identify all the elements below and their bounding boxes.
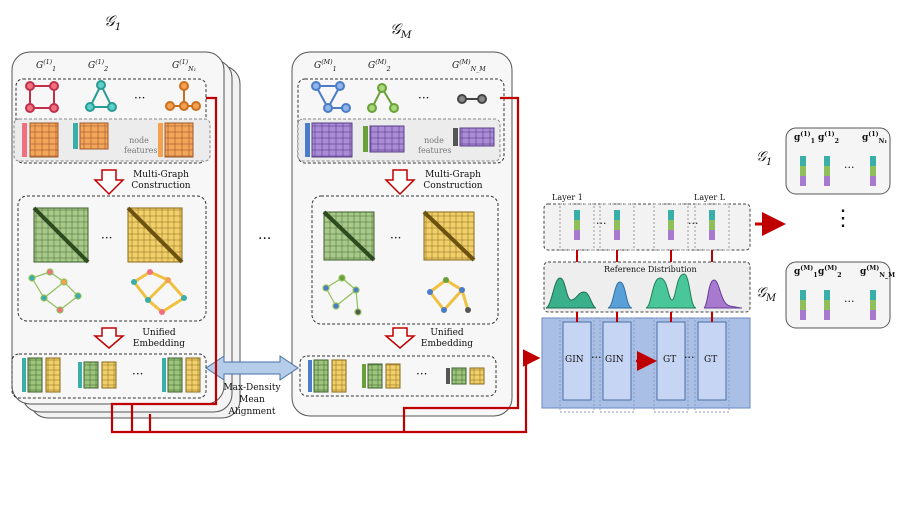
encoder-block-gt-2: GT xyxy=(704,355,718,365)
groupM-embedding-ellipsis: ··· xyxy=(416,367,428,381)
group1-graph1 xyxy=(25,81,59,113)
groupM-multigraph-label: Multi-Graph Construction xyxy=(423,170,483,191)
groupM-graph1 xyxy=(311,81,351,113)
group1-graph2 xyxy=(85,80,117,112)
groupM-graph-label-N: G(M)N_M xyxy=(452,59,486,73)
group1-graph-label-1: G(1)1 xyxy=(36,59,57,73)
output-g1-title: 𝒢1 xyxy=(756,149,773,168)
group1-graph-label-2: G(1)2 xyxy=(88,59,109,73)
output-gM-panel xyxy=(785,261,891,329)
encoder-block-gt-1: GT xyxy=(663,355,677,365)
group1-graphs-ellipsis: ··· xyxy=(134,91,146,105)
output-g1-item-2: g(1)2 xyxy=(818,131,840,145)
group1-graph-label-N: G(1)N₁ xyxy=(172,59,197,73)
layer-first-label: Layer 1 xyxy=(552,193,583,202)
output-g1-ellipsis: ··· xyxy=(844,161,855,174)
group1-title: 𝒢1 xyxy=(104,12,122,33)
groupM-matrix-ellipsis: ··· xyxy=(390,231,402,245)
group1-matrix-ellipsis: ··· xyxy=(101,231,113,245)
group1-graphN xyxy=(165,81,201,111)
alignment-double-arrow xyxy=(205,355,299,381)
group1-embeddings xyxy=(22,357,201,393)
groupM-unified-label: Unified Embedding xyxy=(420,328,474,349)
output-g1-vectors xyxy=(800,156,876,186)
layers-ellipsis-2: ··· xyxy=(688,217,699,230)
groupM-multigraph-1 xyxy=(322,274,362,316)
group1-adjacency-matrix-1 xyxy=(32,206,90,264)
groupM-graph-label-2: G(M)2 xyxy=(368,59,391,73)
groupM-adjacency-matrix-1 xyxy=(322,210,376,262)
outputs-vertical-dots: ⋮ xyxy=(832,206,854,231)
encoder-gin-ellipsis: ··· xyxy=(591,351,602,364)
group1-multigraph-label: Multi-Graph Construction xyxy=(131,170,191,191)
layers-ellipsis: ··· xyxy=(596,217,607,230)
output-gM-item-N: g(M)N_M xyxy=(860,265,896,279)
group1-unified-label: Unified Embedding xyxy=(132,328,186,349)
groupM-multigraph-2 xyxy=(427,277,471,313)
output-g1-panel xyxy=(785,127,891,195)
encoder-block-gin-2: GIN xyxy=(605,355,624,365)
encoder-block-gin-1: GIN xyxy=(565,355,584,365)
groupM-node-features-label: node features xyxy=(418,136,452,155)
output-gM-item-2: g(M)2 xyxy=(818,265,842,279)
output-gM-title: 𝒢M xyxy=(756,285,777,304)
groupM-graph2 xyxy=(367,83,399,113)
groups-ellipsis: ··· xyxy=(258,231,272,247)
output-g1-item-1: g(1)1 xyxy=(794,131,816,145)
layers-box xyxy=(543,203,751,251)
group1-adjacency-matrix-2 xyxy=(126,206,184,264)
groupM-adjacency-matrix-2 xyxy=(422,210,476,262)
group1-down-arrow-1 xyxy=(93,169,125,196)
output-gM-ellipsis: ··· xyxy=(844,295,855,308)
group1-down-arrow-2 xyxy=(92,327,126,349)
reference-distribution-box xyxy=(543,261,751,313)
group1-feature-matrices xyxy=(22,122,194,158)
encoder-gt-ellipsis: ··· xyxy=(684,351,695,364)
encoder-vertical-links xyxy=(576,250,713,322)
reference-curves xyxy=(545,273,743,309)
group1-multigraph-box xyxy=(17,195,207,322)
groupM-down-arrow-1 xyxy=(384,169,416,196)
groupM-multigraph-box xyxy=(311,195,499,325)
group1-embedding-box xyxy=(11,353,207,399)
layer-last-label: Layer L xyxy=(694,193,726,202)
group1-node-features-label: node features xyxy=(124,136,158,155)
groupM-graphs-ellipsis: ··· xyxy=(418,91,430,105)
groupM-graphN xyxy=(457,94,487,104)
groupM-graphs-box xyxy=(297,78,505,164)
reference-distribution-label: Reference Distribution xyxy=(604,265,697,274)
alignment-label: Max-Density Mean Alignment xyxy=(223,383,281,417)
encoder-blocks xyxy=(559,317,730,413)
groupM-title: 𝒢M xyxy=(390,20,412,41)
groupM-feature-matrices xyxy=(305,122,495,158)
groupM-embeddings xyxy=(308,359,485,393)
groupM-embedding-box xyxy=(299,355,497,397)
group1-multigraph-2 xyxy=(131,269,187,315)
groupM-down-arrow-2 xyxy=(383,327,417,349)
groupM-graph-label-1: G(M)1 xyxy=(314,59,337,73)
output-gM-vectors xyxy=(800,290,876,320)
group1-embedding-ellipsis: ··· xyxy=(132,367,144,381)
red-connectors xyxy=(110,96,541,434)
output-gM-item-1: g(M)1 xyxy=(794,265,818,279)
group1-multigraph-1 xyxy=(28,268,82,314)
output-g1-item-N: g(1)N₁ xyxy=(862,131,888,145)
